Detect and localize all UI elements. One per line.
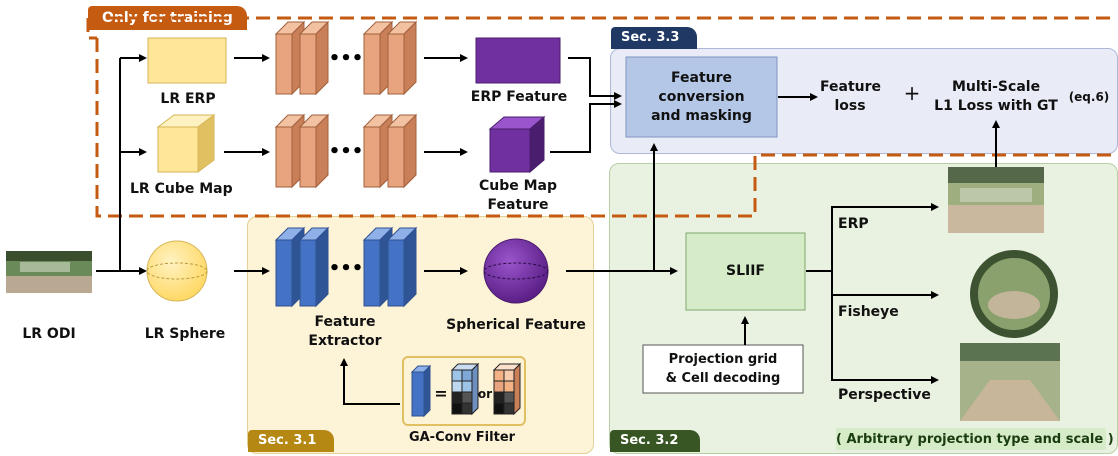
- projection-grid-label: Projection grid & Cell decoding: [665, 352, 781, 386]
- gaconv-label: GA-Conv Filter: [408, 430, 516, 445]
- multiscale-loss-label: Multi-Scale L1 Loss with GT: [934, 79, 1058, 114]
- erp-feature-block: [475, 37, 561, 84]
- erp-feature-label: ERP Feature: [470, 89, 568, 105]
- lr-sphere-label: LR Sphere: [144, 326, 226, 342]
- arbitrary-projection-label: ( Arbitrary projection type and scale ): [836, 432, 1114, 447]
- feature-extractor-blocks: [274, 226, 418, 308]
- or-label: or: [477, 387, 493, 401]
- fisheye-output-image: [970, 250, 1058, 338]
- perspective-output-label: Perspective: [838, 387, 931, 403]
- lr-erp-label: LR ERP: [160, 91, 216, 107]
- equals-sign: =: [434, 384, 448, 403]
- svg-text:•••: •••: [329, 258, 364, 279]
- lr-odi-label: LR ODI: [22, 326, 76, 342]
- sec32-tag: Sec. 3.2: [610, 430, 700, 452]
- perspective-output-image: [960, 343, 1060, 421]
- cube-map-feature-label: Cube Map Feature: [478, 178, 558, 213]
- sec33-tag: Sec. 3.3: [611, 27, 697, 49]
- feature-loss-label: Feature loss: [820, 79, 881, 114]
- gaconv-filter-panel: [402, 356, 526, 426]
- cube-map-feature-block: [488, 115, 546, 174]
- feature-conversion-box: [625, 56, 778, 138]
- erp-output-label: ERP: [838, 216, 869, 232]
- sec31-tag: Sec. 3.1: [248, 430, 334, 452]
- projection-grid-box: [642, 344, 804, 394]
- sliif-label: SLIIF: [726, 263, 765, 279]
- lr-erp-block: [147, 37, 227, 84]
- feature-conversion-label: Feature conversion and masking: [651, 69, 752, 124]
- spherical-feature-block: [483, 238, 549, 304]
- arbitrary-projection-badge: [836, 428, 1106, 450]
- spherical-feature-label: Spherical Feature: [446, 317, 586, 333]
- feature-extractor-label: Feature Extractor: [308, 314, 382, 349]
- erp-encoder-blocks: [274, 20, 418, 96]
- erp-output-image: [948, 167, 1044, 233]
- svg-text:•••: •••: [329, 141, 364, 162]
- lr-sphere-block: [146, 240, 208, 302]
- eq6-label: (eq.6): [1068, 90, 1110, 104]
- cube-encoder-blocks: [274, 113, 418, 189]
- svg-text:•••: •••: [329, 48, 364, 69]
- lr-cube-map-label: LR Cube Map: [130, 181, 233, 197]
- training-region-border: [88, 16, 1116, 218]
- plus-sign: +: [903, 81, 921, 105]
- sliif-box: [685, 232, 806, 311]
- lr-cube-map-block: [156, 114, 216, 173]
- lr-odi-image: [6, 251, 92, 293]
- fisheye-output-label: Fisheye: [838, 304, 899, 320]
